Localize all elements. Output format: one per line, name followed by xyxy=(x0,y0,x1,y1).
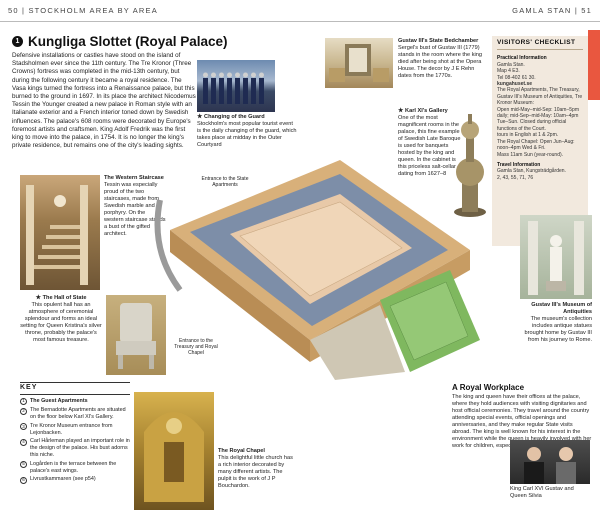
staircase-illustration xyxy=(26,185,88,285)
key-title: KEY xyxy=(20,382,130,395)
museum-photo xyxy=(520,215,592,299)
guard-photo xyxy=(197,60,275,112)
staircase-photo xyxy=(20,175,100,290)
chapel-illustration xyxy=(144,412,204,502)
workplace-title: A Royal Workplace xyxy=(452,383,525,392)
title-text: Kungliga Slottet (Royal Palace) xyxy=(28,34,228,49)
salt-cellar-illustration xyxy=(454,114,486,217)
header-left: 50 | STOCKHOLM AREA BY AREA xyxy=(8,6,158,15)
intro-text: Defensive installations or castles have … xyxy=(12,52,196,150)
travel-heading: Travel Information xyxy=(497,161,541,168)
bedchamber-caption: Gustav III's State Bedchamber Sergel's b… xyxy=(398,38,482,79)
travel-line-1: 2, 43, 55, 71, 76 xyxy=(497,174,534,181)
chapel-photo xyxy=(134,392,214,510)
workplace-text: The king and queen have their offices at… xyxy=(452,394,592,449)
header-right: GAMLA STAN | 51 xyxy=(512,6,592,15)
museum-caption: Gustav III's Museum of Antiquities The m… xyxy=(524,302,592,343)
visitors-checklist: VISITORS' CHECKLIST Practical Informatio… xyxy=(492,36,588,246)
entrance-state-label: Entrance to the State Apartments xyxy=(201,176,249,188)
guards-illustration xyxy=(203,72,264,104)
star-icon: ★ xyxy=(197,114,205,120)
practical-line-6: tours in English at 1 & 2pm. xyxy=(497,132,559,139)
star-icon: ★ xyxy=(35,295,43,301)
entrance-treasury-label: Entrance to the Treasury and Royal Chape… xyxy=(174,338,218,356)
practical-heading: Practical Information xyxy=(497,55,547,62)
chapel-caption: The Royal Chapel This delightful little … xyxy=(218,448,293,489)
salt-cellar-photo xyxy=(448,112,492,222)
throne-illustration xyxy=(116,303,156,369)
page-title: 1 Kungliga Slottet (Royal Palace) xyxy=(12,34,228,49)
page-header: 50 | STOCKHOLM AREA BY AREA GAMLA STAN |… xyxy=(0,0,600,22)
star-icon: ★ xyxy=(398,108,406,114)
throne-photo xyxy=(106,295,166,375)
practical-line-1: Map 4 E3. xyxy=(497,68,520,75)
king-queen-photo xyxy=(510,440,590,484)
practical-line-7: The Royal Chapel: Open Jun–Aug: noon–4pm… xyxy=(497,138,575,152)
practical-line-0: Gamla Stan. xyxy=(497,61,525,68)
staircase-caption: The Western Staircase Tessin was especia… xyxy=(104,175,166,237)
bedchamber-photo xyxy=(325,38,393,88)
website-link[interactable]: kungahuset.se xyxy=(497,81,533,88)
travel-line-0: Gamla Stan, Kungsträdgården. xyxy=(497,168,566,175)
practical-line-2: Tel 08-402 61 30. xyxy=(497,74,536,81)
statue-illustration xyxy=(528,221,584,295)
practical-line-8: Mass 11am Sun (year-round). xyxy=(497,151,564,158)
practical-line-5: Open mid-May–mid-Sep: 10am–5pm daily; mi… xyxy=(497,106,579,132)
title-number: 1 xyxy=(12,36,23,47)
practical-line-4: The Royal Apartments, The Treasury, Gust… xyxy=(497,87,583,107)
palace-drawing xyxy=(154,160,480,380)
checklist-title: VISITORS' CHECKLIST xyxy=(497,39,583,51)
section-tab xyxy=(588,30,600,100)
palace-illustration xyxy=(150,140,480,380)
hallstate-caption: ★ The Hall of State This opulent hall ha… xyxy=(20,295,102,343)
royal-workplace: A Royal Workplace The king and queen hav… xyxy=(452,383,592,450)
king-queen-caption: King Carl XVI Gustav and Queen Silvia xyxy=(510,486,574,499)
king-queen-illustration xyxy=(524,447,576,484)
bedchamber-illustration xyxy=(329,44,389,82)
guard-caption: ★ Changing of the Guard Stockholm's most… xyxy=(197,114,297,148)
gallery-caption: ★ Karl XI's Gallery One of the most magn… xyxy=(398,108,461,177)
